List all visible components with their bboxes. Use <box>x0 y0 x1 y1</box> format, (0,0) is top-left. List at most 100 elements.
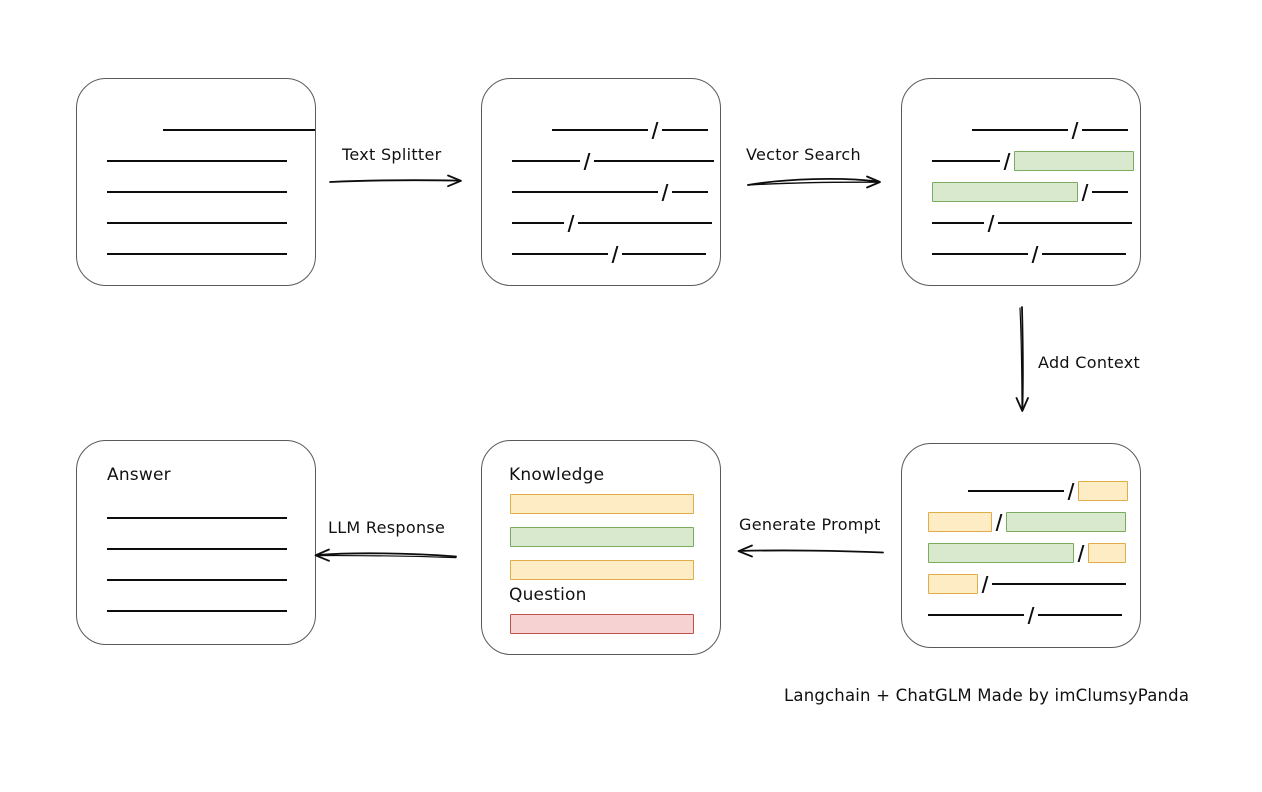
slash-separator <box>981 575 989 593</box>
text-line <box>593 160 714 162</box>
slash-separator <box>567 214 575 232</box>
edge-vector-search: Vector Search <box>746 145 891 195</box>
source-document-rows <box>77 79 315 285</box>
slash-separator <box>1003 152 1011 170</box>
document-row <box>512 245 706 263</box>
document-row <box>107 152 287 170</box>
document-row <box>552 121 708 139</box>
slash-separator <box>651 121 659 139</box>
document-row <box>107 540 287 558</box>
text-line <box>107 579 287 581</box>
edge-text-splitter-label: Text Splitter <box>342 145 442 164</box>
slash-separator <box>1031 245 1039 263</box>
context-document-card <box>901 443 1141 648</box>
text-line <box>932 253 1028 255</box>
answer-card: Answer <box>76 440 316 645</box>
text-line <box>1037 614 1122 616</box>
highlight-yellow <box>928 512 992 532</box>
prompt-card: Knowledge Question <box>481 440 721 655</box>
text-line <box>512 222 564 224</box>
highlight-green <box>932 182 1078 202</box>
text-line <box>1081 129 1128 131</box>
edge-vector-search-label: Vector Search <box>746 145 861 164</box>
edge-llm-response-arrow <box>314 548 457 562</box>
text-line <box>512 253 608 255</box>
edge-add-context: Add Context <box>1010 305 1160 420</box>
slash-separator <box>1027 606 1035 624</box>
document-row <box>107 509 287 527</box>
text-line <box>107 191 287 193</box>
text-line <box>577 222 712 224</box>
document-row <box>107 214 287 232</box>
document-row <box>972 121 1128 139</box>
text-line <box>932 222 984 224</box>
document-row <box>107 183 287 201</box>
footer-credit: Langchain + ChatGLM Made by imClumsyPand… <box>784 686 1190 705</box>
document-row <box>512 214 712 232</box>
edge-llm-response-label: LLM Response <box>328 518 446 537</box>
slash-separator <box>987 214 995 232</box>
text-line <box>163 129 315 131</box>
text-line <box>661 129 708 131</box>
document-row <box>928 543 1126 563</box>
edge-vector-search-arrow <box>747 175 881 189</box>
document-row <box>932 214 1132 232</box>
edge-text-splitter: Text Splitter <box>328 145 473 195</box>
document-row <box>512 152 714 170</box>
text-line <box>552 129 648 131</box>
edge-generate-prompt: Generate Prompt <box>735 515 890 565</box>
source-document-card <box>76 78 316 286</box>
text-line <box>997 222 1132 224</box>
text-line <box>932 160 1000 162</box>
slash-separator <box>995 513 1003 531</box>
highlight-green <box>928 543 1074 563</box>
document-row <box>512 183 708 201</box>
highlight-yellow <box>1077 481 1128 501</box>
document-row <box>928 512 1126 532</box>
document-row <box>107 245 287 263</box>
text-line <box>968 490 1064 492</box>
text-line <box>107 160 287 162</box>
slash-separator <box>611 245 619 263</box>
question-bar-1 <box>510 614 694 634</box>
document-row <box>932 182 1128 202</box>
highlight-green <box>1013 151 1134 171</box>
highlight-yellow <box>1087 543 1126 563</box>
slash-separator <box>1081 183 1089 201</box>
question-label: Question <box>509 585 587 605</box>
text-line <box>107 253 287 255</box>
highlight-yellow <box>928 574 978 594</box>
text-line <box>107 517 287 519</box>
split-document-rows <box>482 79 720 285</box>
text-line <box>991 583 1126 585</box>
text-line <box>671 191 708 193</box>
edge-llm-response: LLM Response <box>314 518 467 568</box>
slash-separator <box>1077 544 1085 562</box>
text-line <box>107 548 287 550</box>
context-document-rows <box>902 444 1140 647</box>
slash-separator <box>1067 482 1075 500</box>
text-line <box>107 610 287 612</box>
answer-label: Answer <box>107 465 171 485</box>
slash-separator <box>1071 121 1079 139</box>
edge-add-context-label: Add Context <box>1038 353 1141 372</box>
vector-matched-document-rows <box>902 79 1140 285</box>
edge-text-splitter-arrow <box>329 174 462 188</box>
knowledge-bar-2 <box>510 527 694 547</box>
knowledge-bar-1 <box>510 494 694 514</box>
edge-add-context-arrow <box>1015 306 1029 412</box>
text-line <box>972 129 1068 131</box>
knowledge-label: Knowledge <box>509 465 605 485</box>
document-row <box>932 245 1126 263</box>
highlight-green <box>1005 512 1126 532</box>
text-line <box>107 222 287 224</box>
document-row <box>163 121 315 139</box>
slash-separator <box>583 152 591 170</box>
text-line <box>1041 253 1126 255</box>
answer-rows <box>77 441 315 644</box>
document-row <box>968 481 1128 501</box>
document-row <box>928 606 1122 624</box>
text-line <box>512 160 580 162</box>
document-row <box>928 574 1126 594</box>
document-row <box>107 602 287 620</box>
